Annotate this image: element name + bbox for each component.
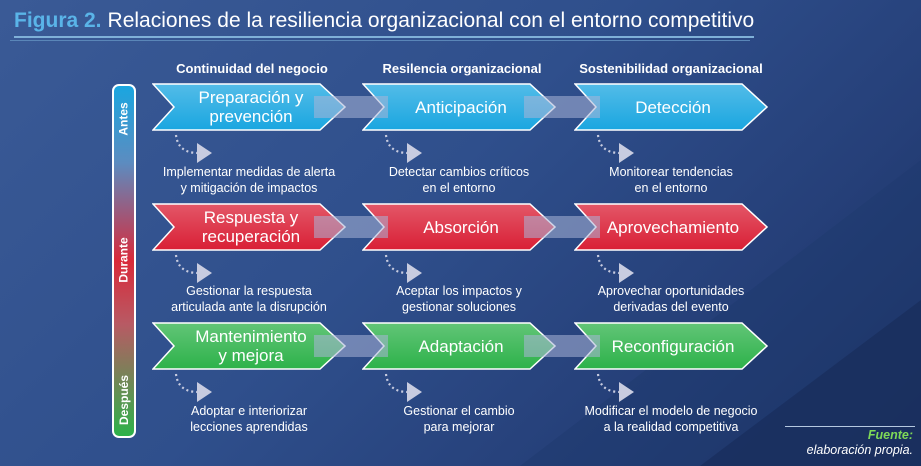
source-label: Fuente: (867, 428, 913, 442)
phase-bar (112, 84, 136, 438)
chevron-shape (152, 322, 346, 370)
dotted-arrow-icon (596, 254, 634, 283)
dotted-arrow-icon (174, 373, 212, 402)
chevron-shape (574, 83, 768, 131)
source-text: elaboración propia. (806, 443, 913, 457)
phase-label-antes: Antes (117, 102, 131, 136)
chevron-shape (574, 322, 768, 370)
chevron-step: Detección (574, 83, 768, 131)
figure-label: Figura 2. (14, 9, 102, 32)
connector-bar (524, 335, 600, 357)
dotted-arrow-icon (384, 373, 422, 402)
connector-bar (314, 216, 388, 238)
source-rule (785, 426, 915, 427)
figure-title: Figura 2.Relaciones de la resiliencia or… (14, 9, 754, 33)
title-underline-secondary (10, 40, 750, 41)
title-underline (14, 36, 754, 38)
column-header-resilencia: Resilencia organizacional (382, 61, 542, 76)
chevron-shape (152, 203, 346, 251)
chevron-shape (574, 203, 768, 251)
column-header-sostenibilidad: Sostenibilidad organizacional (579, 61, 763, 76)
connector-bar (314, 335, 388, 357)
dotted-arrow-icon (384, 134, 422, 163)
chevron-step: Reconfiguración (574, 322, 768, 370)
connector-bar (524, 216, 600, 238)
dotted-arrow-icon (596, 373, 634, 402)
source-note: Fuente: elaboración propia. (807, 428, 913, 458)
connector-bar (524, 96, 600, 118)
dotted-arrow-icon (174, 254, 212, 283)
phase-label-durante: Durante (117, 237, 131, 283)
chevron-step: Aprovechamiento (574, 203, 768, 251)
dotted-arrow-icon (384, 254, 422, 283)
dotted-arrow-icon (174, 134, 212, 163)
figure-title-text: Relaciones de la resiliencia organizacio… (107, 9, 755, 32)
column-header-continuidad: Continuidad del negocio (176, 61, 328, 76)
connector-bar (314, 96, 388, 118)
dotted-arrow-icon (596, 134, 634, 163)
phase-label-despues: Después (117, 374, 131, 426)
chevron-shape (152, 83, 346, 131)
